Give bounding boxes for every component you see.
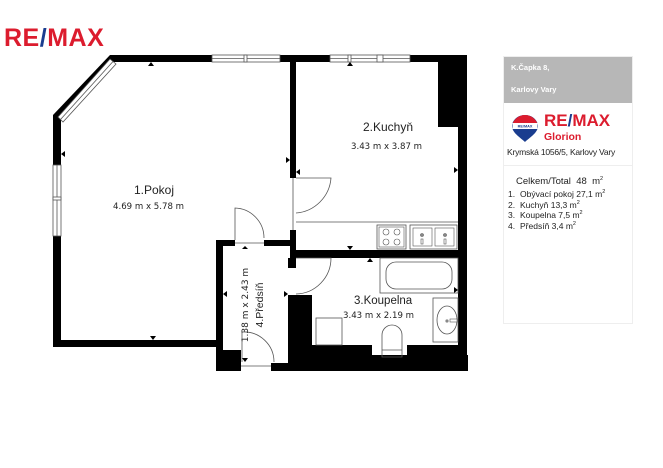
area-num: 2.: [508, 199, 516, 210]
unit-exponent: 2: [602, 189, 606, 196]
room-name: 1.Pokoj: [134, 183, 175, 197]
agency-block: RE/MAX RE/MAX Glorion Krymská 1056/5, Ka…: [504, 103, 632, 166]
double-sink-icon: [412, 227, 455, 247]
unit-exponent: 2: [579, 210, 583, 217]
area-num: 1.: [508, 189, 516, 199]
agency-office: Glorion: [544, 131, 582, 143]
area-label: Předsíň 3,4 m: [520, 220, 573, 231]
total-value: 48: [576, 176, 587, 187]
balloon-logo-icon: RE/MAX: [512, 115, 538, 142]
room-koupelna-dimensions: 3.43 m x 2.19 m: [343, 311, 415, 321]
room-name: 4.Předsíň: [254, 282, 266, 328]
room-pokoj-dimensions: 4.69 m x 5.78 m: [113, 202, 185, 212]
area-item: 4. Předsíň 3,4 m2: [504, 221, 632, 232]
unit-exponent: 2: [599, 175, 604, 182]
doors: [234, 177, 459, 367]
walls: [53, 55, 468, 371]
agency-brand-right: MAX: [572, 111, 611, 130]
washbasin-tap: [445, 318, 458, 323]
logo-slash: /: [39, 24, 48, 52]
agency-brand: RE/MAX: [544, 112, 610, 129]
room-koupelna: 3.Koupelna: [354, 295, 413, 307]
area-item: 2. Kuchyň 13,3 m2: [504, 200, 632, 211]
stove-icon: [378, 226, 405, 248]
property-address: K.Čapka 8, Karlovy Vary: [504, 57, 632, 103]
total-area: Celkem/Total 48 m2: [504, 176, 632, 187]
unit-exponent: 2: [572, 220, 576, 227]
area-summary: Celkem/Total 48 m2 1.Obývací pokoj 27,1 …: [504, 166, 632, 231]
area-label: Obývací pokoj 27,1 m: [520, 189, 603, 199]
total-unit: m: [592, 176, 600, 187]
logo-text-left: RE: [4, 24, 40, 52]
address-line1: K.Čapka 8,: [511, 63, 550, 72]
info-panel: K.Čapka 8, Karlovy Vary RE/MAX RE/MAX Gl…: [503, 56, 633, 324]
room-kuchyn: 2.Kuchyň: [363, 120, 414, 134]
unit-exponent: 2: [576, 199, 580, 206]
room-kuchyn-dimensions: 3.43 m x 3.87 m: [351, 142, 423, 152]
area-label: Kuchyň 13,3 m: [520, 199, 577, 210]
room-pokoj: 1.Pokoj: [133, 183, 174, 197]
area-num: 3.: [508, 210, 516, 220]
agency-address: Krymská 1056/5, Karlovy Vary: [507, 147, 616, 157]
room-predsin-dimensions: 1.38 m x 2.43 m: [241, 267, 251, 343]
svg-text:RE/MAX: RE/MAX: [518, 125, 533, 129]
area-item: 1. Obývací pokoj 27,1 m2: [504, 189, 632, 200]
area-label: Koupelna 7,5 m: [520, 210, 580, 220]
address-line2: Karlovy Vary: [511, 85, 557, 94]
dimension-markers: [61, 62, 458, 362]
total-label: Celkem/Total: [516, 176, 571, 187]
area-num: 4.: [508, 220, 516, 231]
area-item: 3. Koupelna 7,5 m2: [504, 210, 632, 221]
agency-brand-left: RE: [544, 111, 568, 130]
agency-brand-slash: /: [567, 111, 573, 130]
room-predsin: 1.38 m x 2.43 m 4.Předsíň: [239, 268, 267, 342]
windows: [52, 54, 411, 237]
logo-text-right: MAX: [47, 24, 105, 52]
remax-logo: RE/MAX: [4, 26, 104, 51]
